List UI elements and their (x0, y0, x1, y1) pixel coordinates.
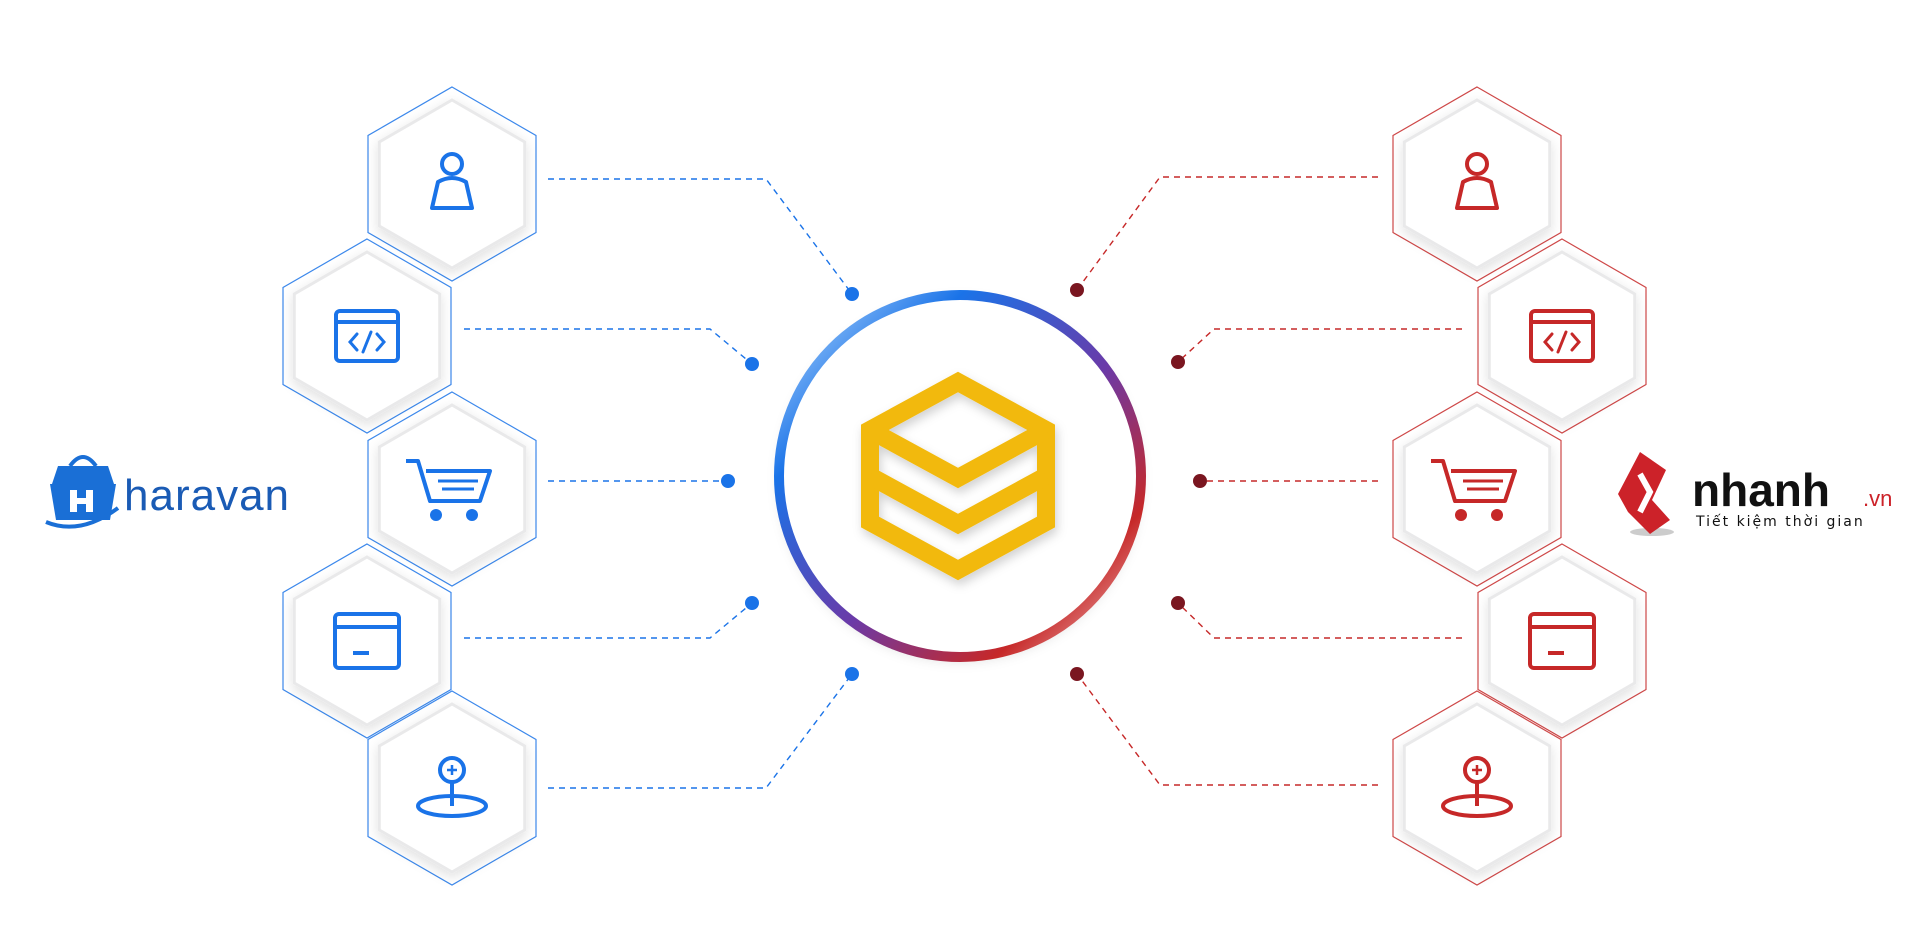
left-connector-dot-1 (845, 287, 859, 301)
code-window-icon (334, 309, 400, 363)
haravan-bag-icon (45, 455, 120, 529)
left-connector-dot-2 (745, 357, 759, 371)
code-window-icon (1529, 309, 1595, 363)
left-connector-1 (548, 178, 853, 295)
right-connector-dot-2 (1171, 355, 1185, 369)
right-connector-4 (1177, 602, 1462, 639)
hub-ring (774, 290, 1146, 662)
user-icon (430, 152, 474, 210)
location-pin-icon (416, 756, 488, 818)
right-node-1[interactable] (1392, 86, 1562, 282)
right-node-3[interactable] (1392, 391, 1562, 587)
left-node-1[interactable] (367, 86, 537, 282)
haravan-logo: haravan (45, 455, 290, 529)
right-connectors (1070, 176, 1462, 786)
right-connector-dot-4 (1171, 596, 1185, 610)
right-hex-column (1392, 86, 1647, 886)
left-node-5[interactable] (367, 690, 537, 886)
nhanh-wordmark: nhanh (1692, 464, 1830, 516)
right-connector-2 (1177, 328, 1462, 363)
left-hex-column (282, 86, 537, 886)
nhanh-tagline: Tiết kiệm thời gian (1695, 513, 1865, 530)
left-connector-4 (464, 602, 753, 639)
nhanh-logo: nhanh .vn Tiết kiệm thời gian (1618, 452, 1892, 536)
left-connector-dot-4 (745, 596, 759, 610)
right-connector-dot-3 (1193, 474, 1207, 488)
left-node-4[interactable] (282, 543, 452, 739)
right-connector-5 (1076, 673, 1378, 786)
left-connectors (464, 178, 859, 789)
cart-icon (1431, 459, 1517, 521)
card-icon (1528, 612, 1596, 670)
left-node-2[interactable] (282, 238, 452, 434)
left-connector-2 (464, 328, 753, 365)
left-node-3[interactable] (367, 391, 537, 587)
right-connector-1 (1076, 176, 1378, 291)
nhanh-n-icon (1618, 452, 1674, 536)
location-pin-icon (1441, 756, 1513, 818)
right-node-4[interactable] (1477, 543, 1647, 739)
right-connector-dot-1 (1070, 283, 1084, 297)
right-node-5[interactable] (1392, 690, 1562, 886)
cart-icon (406, 459, 492, 521)
stack-logo-icon (861, 371, 1055, 581)
haravan-wordmark: haravan (124, 471, 290, 520)
central-hub (774, 290, 1146, 662)
right-connector-dot-5 (1070, 667, 1084, 681)
nhanh-domain: .vn (1863, 486, 1892, 511)
left-connector-dot-5 (845, 667, 859, 681)
user-icon (1455, 152, 1499, 210)
right-node-2[interactable] (1477, 238, 1647, 434)
left-connector-dot-3 (721, 474, 735, 488)
left-connector-5 (548, 673, 853, 789)
card-icon (333, 612, 401, 670)
